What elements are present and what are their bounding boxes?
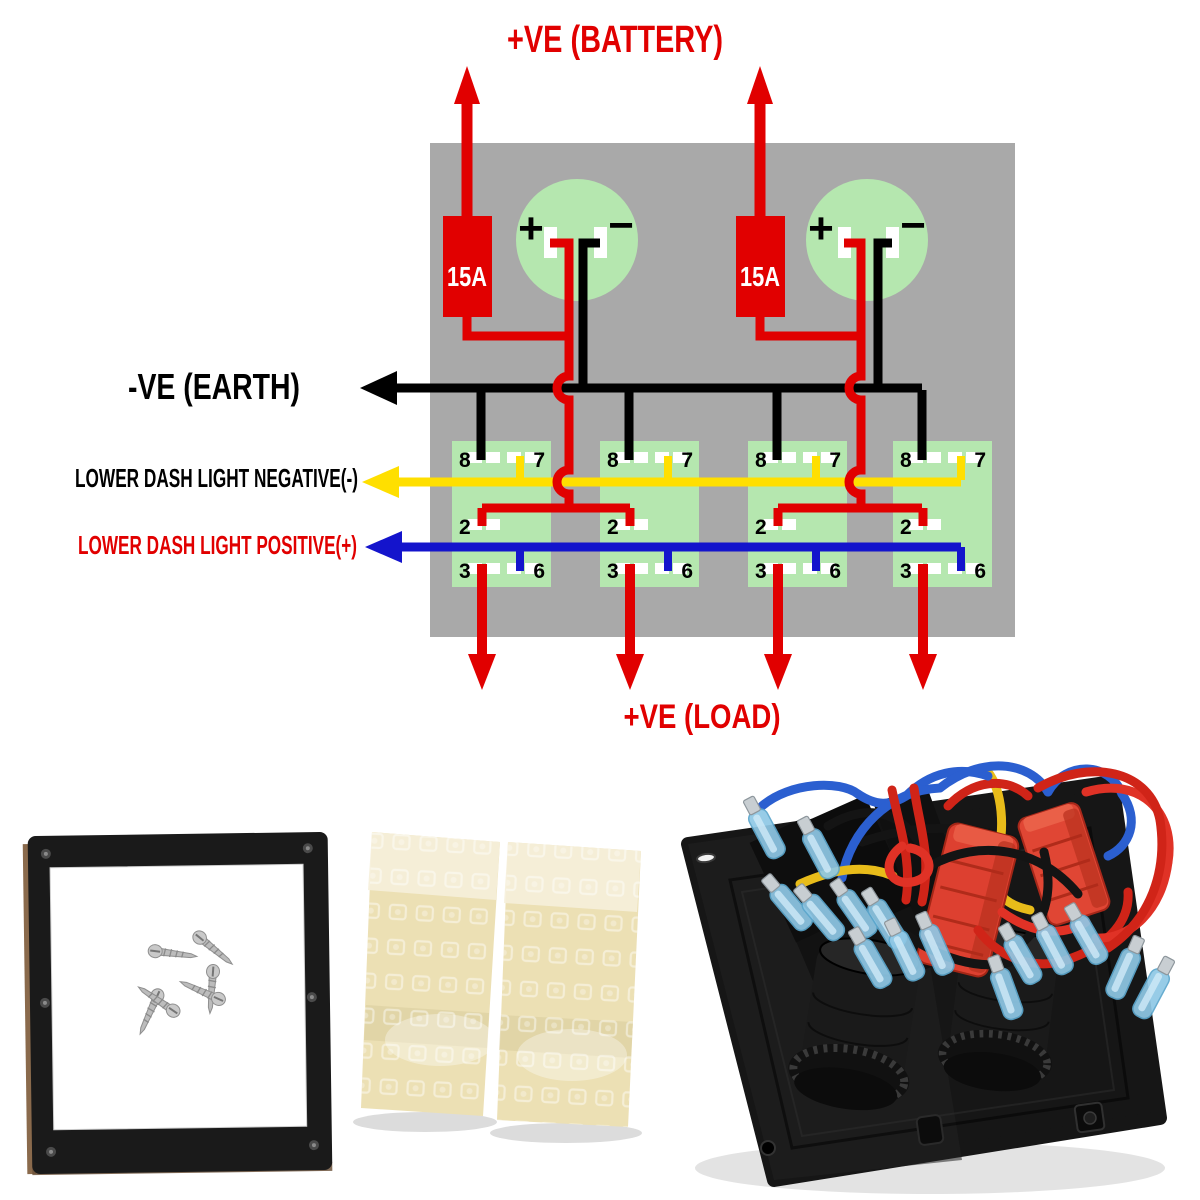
switch-block-2	[600, 441, 699, 587]
fuse-1	[443, 216, 492, 317]
earth-arrowhead	[360, 371, 397, 405]
sw1-terminal-3: 3	[459, 560, 471, 583]
socket-circle-1	[516, 179, 638, 301]
frame-screw-holes	[39, 843, 319, 1157]
socket-1-minus-sign: −	[608, 201, 634, 250]
sw4-terminal-7: 7	[974, 449, 986, 472]
fuse-holder-2	[1017, 802, 1111, 926]
wiring-diagram: 15A 15A + − + − 8 7 2 3 6 8 7 2 3 6 8 7 …	[75, 19, 1015, 736]
sw4-terminal-3: 3	[900, 560, 912, 583]
sheet-2-shadow	[490, 1123, 642, 1143]
frame-window	[49, 863, 308, 1131]
sheet-1-shadow	[353, 1112, 497, 1132]
sw3-terminal-7: 7	[829, 449, 841, 472]
earth-label: -VE (EARTH)	[128, 366, 300, 407]
dash-negative-arrowhead	[362, 466, 399, 498]
sw1-terminal-2: 2	[459, 516, 471, 539]
panel-mount-holes	[696, 852, 1106, 1156]
socket-2-minus-sign: −	[900, 201, 926, 250]
socket-1-plus-sign: +	[518, 204, 544, 253]
sw2-terminal-6: 6	[681, 560, 693, 583]
sw4-terminal-6: 6	[974, 560, 986, 583]
load-label: +VE (LOAD)	[624, 698, 781, 736]
panel-back-photo	[681, 761, 1180, 1194]
dash-light-negative-label: LOWER DASH LIGHT NEGATIVE(-)	[75, 463, 358, 493]
sw4-terminal-2: 2	[900, 516, 912, 539]
socket-cylinder-2	[937, 929, 1059, 1092]
sw2-terminal-3: 3	[607, 560, 619, 583]
dash-positive-arrowhead	[365, 531, 402, 563]
sw3-terminal-8: 8	[755, 449, 767, 472]
earth-wires	[394, 238, 922, 393]
switch-block-1	[452, 441, 551, 587]
fuse-2	[736, 216, 785, 317]
dash-light-positive-label: LOWER DASH LIGHT POSITIVE(+)	[78, 530, 357, 560]
sw1-terminal-7: 7	[533, 449, 545, 472]
positive-wires	[461, 100, 922, 513]
switch-block-4	[893, 441, 992, 587]
battery-arrowheads	[454, 66, 773, 104]
sw4-terminal-8: 8	[900, 449, 912, 472]
switch-block-3	[748, 441, 847, 587]
mounting-frame-photo	[22, 832, 333, 1176]
sw1-terminal-6: 6	[533, 560, 545, 583]
decal-sheets-photo	[353, 832, 642, 1143]
fuse-1-rating-label: 15A	[447, 261, 487, 292]
decal-sheet-1	[361, 832, 500, 1116]
socket-circle-2	[806, 179, 928, 301]
sw3-terminal-2: 2	[755, 516, 767, 539]
terminal-labels: 8 7 2 3 6 8 7 2 3 6 8 7 2 3 6 8 7 2 3 6	[459, 449, 986, 583]
sw2-terminal-8: 8	[607, 449, 619, 472]
socket-2-plus-sign: +	[808, 204, 834, 253]
sw3-terminal-3: 3	[755, 560, 767, 583]
sw1-terminal-8: 8	[459, 449, 471, 472]
battery-label: +VE (BATTERY)	[507, 19, 723, 61]
sw2-terminal-2: 2	[607, 516, 619, 539]
fuse-2-rating-label: 15A	[740, 261, 780, 292]
decal-sheet-2	[497, 842, 641, 1127]
switch-housing-2	[810, 794, 914, 930]
sw2-terminal-7: 7	[681, 449, 693, 472]
sw3-terminal-6: 6	[829, 560, 841, 583]
